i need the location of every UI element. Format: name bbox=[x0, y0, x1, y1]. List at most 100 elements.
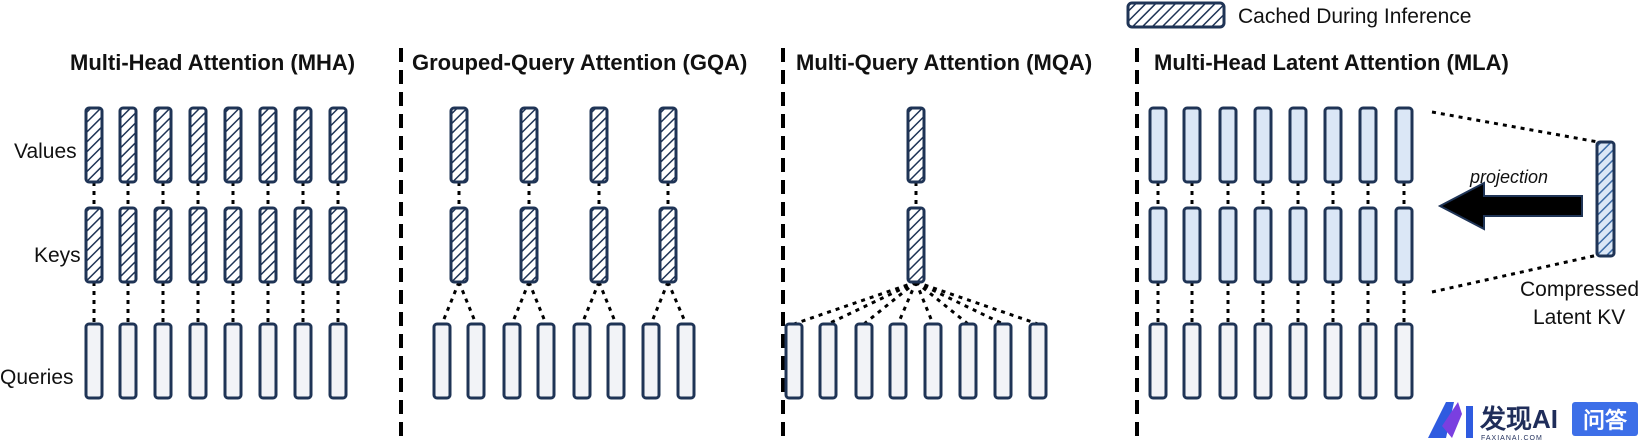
mha-value-head bbox=[293, 106, 313, 184]
mqa-query-head bbox=[854, 322, 874, 400]
gqa-query-head bbox=[606, 322, 626, 400]
mha-query-head bbox=[153, 322, 173, 400]
mla-value-head bbox=[1253, 106, 1273, 184]
mla-key-head bbox=[1394, 206, 1414, 284]
watermark: 发现AI FAXIANAI.COM 问答 bbox=[1418, 396, 1644, 444]
latent-kv-label-line1: Compressed bbox=[1520, 278, 1639, 301]
gqa-query-head bbox=[641, 322, 661, 400]
gqa-query-head bbox=[572, 322, 592, 400]
gqa-query-head bbox=[466, 322, 486, 400]
gqa-key-query-connector bbox=[440, 281, 461, 325]
mqa-query-head bbox=[1028, 322, 1048, 400]
legend-swatch bbox=[1126, 1, 1226, 29]
latent-projection-line-top bbox=[1431, 110, 1599, 144]
mla-value-head bbox=[1323, 106, 1343, 184]
gqa-key-head bbox=[589, 206, 609, 284]
mha-query-head bbox=[293, 322, 313, 400]
row-label-keys: Keys bbox=[34, 244, 81, 267]
latent-projection-line-bottom bbox=[1431, 253, 1599, 294]
panel-title-mqa: Multi-Query Attention (MQA) bbox=[796, 50, 1092, 75]
gqa-key-query-connector bbox=[580, 281, 601, 325]
mqa-key-query-connector bbox=[863, 280, 917, 326]
mha-key-head bbox=[328, 206, 348, 284]
mla-key-head bbox=[1288, 206, 1308, 284]
mha-value-head bbox=[153, 106, 173, 184]
mha-key-head bbox=[188, 206, 208, 284]
mha-query-head bbox=[258, 322, 278, 400]
row-label-queries: Queries bbox=[0, 366, 74, 389]
gqa-value-head bbox=[658, 106, 678, 184]
mha-key-head bbox=[153, 206, 173, 284]
mla-query-head bbox=[1288, 322, 1308, 400]
watermark-site: FAXIANAI.COM bbox=[1481, 435, 1543, 442]
connector-lines bbox=[92, 182, 1406, 326]
legend-label: Cached During Inference bbox=[1238, 5, 1471, 28]
gqa-key-query-connector bbox=[666, 281, 688, 325]
watermark-logo-icon bbox=[1428, 402, 1473, 438]
gqa-key-query-connector bbox=[457, 281, 478, 325]
mqa-query-head bbox=[923, 322, 943, 400]
gqa-value-head bbox=[519, 106, 539, 184]
mqa-key-query-connector bbox=[896, 281, 918, 325]
mla-query-head bbox=[1218, 322, 1238, 400]
mqa-key-query-connector bbox=[915, 280, 1004, 326]
mla-key-head bbox=[1358, 206, 1378, 284]
mha-value-head bbox=[328, 106, 348, 184]
mha-query-head bbox=[84, 322, 104, 400]
mla-key-head bbox=[1218, 206, 1238, 284]
mla-query-head bbox=[1394, 322, 1414, 400]
mqa-key-query-connector bbox=[827, 280, 917, 326]
mha-query-head bbox=[118, 322, 138, 400]
latent-kv-label-line2: Latent KV bbox=[1533, 306, 1625, 329]
mla-query-head bbox=[1148, 322, 1168, 400]
gqa-query-head bbox=[676, 322, 696, 400]
mla-key-head bbox=[1323, 206, 1343, 284]
mha-value-head bbox=[188, 106, 208, 184]
mha-query-head bbox=[188, 322, 208, 400]
gqa-key-query-connector bbox=[649, 281, 670, 325]
mqa-value-head bbox=[906, 106, 926, 184]
mqa-key-query-connector bbox=[915, 280, 969, 326]
mla-query-head bbox=[1253, 322, 1273, 400]
mqa-key-query-connector bbox=[914, 281, 935, 325]
watermark-badge-text: 问答 bbox=[1583, 408, 1628, 434]
mha-key-head bbox=[293, 206, 313, 284]
mqa-key-query-connector bbox=[915, 280, 1039, 326]
mha-value-head bbox=[258, 106, 278, 184]
mla-value-head bbox=[1148, 106, 1168, 184]
compressed-latent-kv-block bbox=[1595, 140, 1616, 258]
panel-title-mla: Multi-Head Latent Attention (MLA) bbox=[1154, 50, 1509, 75]
attention-heads bbox=[84, 106, 1414, 400]
gqa-key-query-connector bbox=[527, 281, 548, 325]
mha-query-head bbox=[223, 322, 243, 400]
mla-value-head bbox=[1288, 106, 1308, 184]
mha-key-head bbox=[84, 206, 104, 284]
mla-value-head bbox=[1218, 106, 1238, 184]
panel-title-gqa: Grouped-Query Attention (GQA) bbox=[412, 50, 747, 75]
mla-value-head bbox=[1182, 106, 1202, 184]
mha-value-head bbox=[84, 106, 104, 184]
row-label-values: Values bbox=[14, 140, 77, 163]
gqa-key-query-connector bbox=[597, 281, 618, 325]
mqa-query-head bbox=[888, 322, 908, 400]
mqa-query-head bbox=[818, 322, 838, 400]
mha-value-head bbox=[223, 106, 243, 184]
panel-title-mha: Multi-Head Attention (MHA) bbox=[70, 50, 355, 75]
mla-query-head bbox=[1182, 322, 1202, 400]
projection-label: projection bbox=[1469, 167, 1548, 187]
gqa-query-head bbox=[432, 322, 452, 400]
gqa-key-head bbox=[449, 206, 469, 284]
mha-key-head bbox=[118, 206, 138, 284]
gqa-value-head bbox=[589, 106, 609, 184]
gqa-key-query-connector bbox=[510, 281, 531, 325]
mqa-key-query-connector bbox=[793, 280, 917, 326]
mla-value-head bbox=[1394, 106, 1414, 184]
mla-key-head bbox=[1253, 206, 1273, 284]
mla-key-head bbox=[1148, 206, 1168, 284]
projection-arrow bbox=[1437, 181, 1583, 231]
gqa-key-head bbox=[658, 206, 678, 284]
mha-query-head bbox=[328, 322, 348, 400]
watermark-brand: 发现AI bbox=[1479, 404, 1558, 434]
mqa-query-head bbox=[784, 322, 804, 400]
